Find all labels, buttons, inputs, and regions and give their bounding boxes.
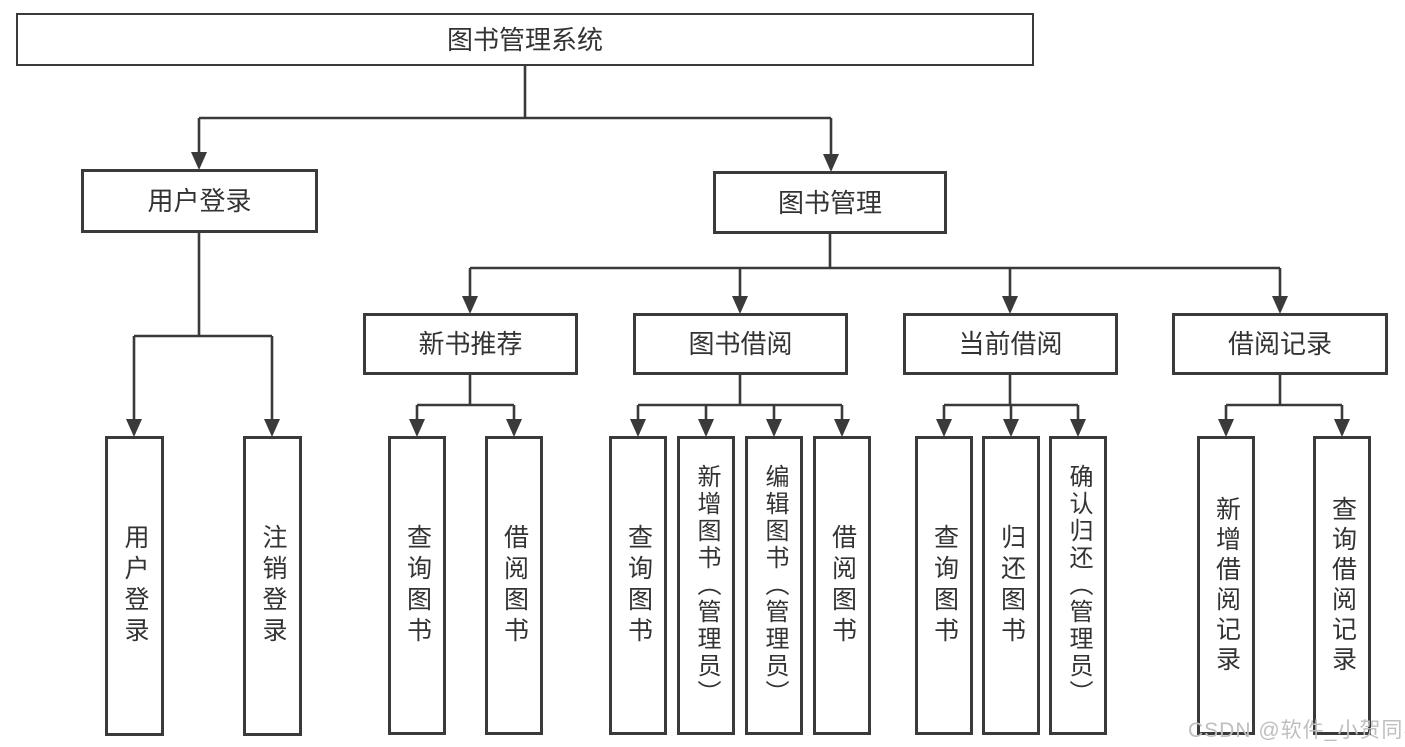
arrow-down-icon xyxy=(630,419,646,437)
arrow-down-icon xyxy=(409,419,425,437)
leaf-borrow-books-borrowing: 借阅图书 xyxy=(813,436,871,735)
connector-lines xyxy=(132,66,1344,420)
leaf-add-borrow-record: 新增借阅记录 xyxy=(1197,436,1255,735)
leaf-borrow-books-recommend: 借阅图书 xyxy=(485,436,543,735)
arrow-down-icon xyxy=(1334,419,1350,437)
arrow-down-icon xyxy=(1070,419,1086,437)
arrow-down-icon xyxy=(766,419,782,437)
leaf-query-books-recommend: 查询图书 xyxy=(388,436,446,735)
node-book-management: 图书管理 xyxy=(713,171,947,234)
arrow-down-icon xyxy=(698,419,714,437)
node-user-login: 用户登录 xyxy=(81,169,318,233)
arrow-down-icon xyxy=(1003,419,1019,437)
arrow-down-icon xyxy=(126,419,142,437)
leaf-edit-books-admin: 编辑图书（管理员） xyxy=(745,436,803,735)
node-current-borrowing: 当前借阅 xyxy=(903,313,1118,375)
arrow-down-icon xyxy=(823,154,839,172)
arrow-down-icon xyxy=(1218,419,1234,437)
csdn-watermark: CSDN @软件_小贺同学 xyxy=(1188,719,1405,742)
arrow-down-icon xyxy=(462,296,478,314)
leaf-logout: 注销登录 xyxy=(243,436,302,736)
leaf-return-books: 归还图书 xyxy=(982,436,1040,735)
leaf-query-books-borrowing: 查询图书 xyxy=(609,436,667,735)
node-book-borrowing: 图书借阅 xyxy=(633,313,848,375)
arrow-down-icon xyxy=(506,419,522,437)
leaf-query-borrow-record: 查询借阅记录 xyxy=(1313,436,1371,735)
node-new-book-recommendation: 新书推荐 xyxy=(363,313,578,375)
arrow-down-icon xyxy=(732,296,748,314)
arrow-down-icon xyxy=(1272,296,1288,314)
leaf-query-books-current: 查询图书 xyxy=(915,436,973,735)
node-library-system-root: 图书管理系统 xyxy=(16,13,1034,66)
node-borrowing-records: 借阅记录 xyxy=(1172,313,1388,375)
arrow-down-icon xyxy=(191,152,207,170)
leaf-user-login: 用户登录 xyxy=(105,436,164,736)
arrow-down-icon xyxy=(936,419,952,437)
arrowhead-icons xyxy=(126,152,1350,437)
arrow-down-icon xyxy=(834,419,850,437)
arrow-down-icon xyxy=(1002,296,1018,314)
arrow-down-icon xyxy=(264,419,280,437)
leaf-confirm-return-admin: 确认归还（管理员） xyxy=(1049,436,1107,735)
leaf-add-books-admin: 新增图书（管理员） xyxy=(677,436,735,735)
